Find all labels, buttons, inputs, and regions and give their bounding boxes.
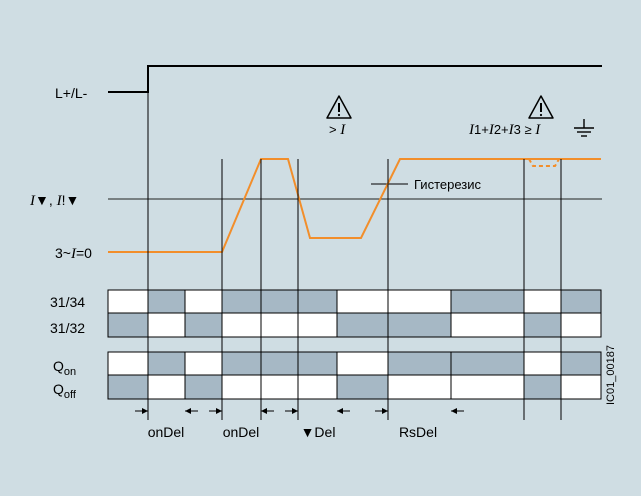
state-cell bbox=[523, 312, 562, 338]
overcurrent-label: > I bbox=[329, 122, 346, 138]
figure-code: IC01_00187 bbox=[605, 345, 617, 405]
state-cell bbox=[221, 289, 262, 314]
delay-label: onDel bbox=[223, 424, 260, 440]
state-cell bbox=[560, 312, 602, 338]
state-cell bbox=[297, 289, 338, 314]
threshold-label: I▼, I!▼ bbox=[29, 192, 79, 209]
state-cell bbox=[560, 351, 602, 376]
state-cell bbox=[450, 374, 525, 400]
delay-label: ▼Del bbox=[301, 424, 336, 440]
state-cell bbox=[260, 374, 299, 400]
ground-fault-formula: I1+I2+I3 ≥ I bbox=[468, 122, 541, 138]
state-cell bbox=[107, 289, 149, 314]
state-cell bbox=[450, 289, 525, 314]
state-cell bbox=[560, 289, 602, 314]
state-cell bbox=[221, 351, 262, 376]
delay-arrow bbox=[337, 408, 350, 414]
state-cell bbox=[147, 312, 186, 338]
state-cell bbox=[560, 374, 602, 400]
state-cell bbox=[147, 351, 186, 376]
delay-arrow bbox=[135, 408, 148, 414]
state-cell bbox=[184, 289, 223, 314]
delay-markers: onDel onDel ▼Del RsDel bbox=[135, 408, 464, 440]
supply-label: L+/L- bbox=[55, 85, 88, 101]
delay-arrow bbox=[261, 408, 274, 414]
state-cell bbox=[387, 289, 452, 314]
state-cell bbox=[147, 374, 186, 400]
state-cell bbox=[450, 312, 525, 338]
delay-arrow bbox=[375, 408, 388, 414]
delay-arrow bbox=[451, 408, 464, 414]
delay-label: onDel bbox=[148, 424, 185, 440]
row-label-31-32: 31/32 bbox=[50, 320, 85, 336]
delay-label: RsDel bbox=[399, 424, 437, 440]
state-cell bbox=[450, 351, 525, 376]
warning-triangle-icon bbox=[326, 95, 352, 119]
state-cell bbox=[184, 351, 223, 376]
state-cell bbox=[297, 312, 338, 338]
state-cell bbox=[336, 312, 389, 338]
state-cell bbox=[260, 351, 299, 376]
row-label-31-34: 31/34 bbox=[50, 294, 85, 310]
delay-arrow bbox=[209, 408, 222, 414]
ground-icon bbox=[574, 119, 594, 137]
current-signal bbox=[108, 158, 601, 253]
state-cell bbox=[387, 351, 452, 376]
warning-triangle-icon bbox=[528, 95, 554, 119]
state-cell bbox=[221, 374, 262, 400]
state-cell bbox=[107, 351, 149, 376]
state-cell bbox=[387, 374, 452, 400]
delay-arrow bbox=[185, 408, 198, 414]
state-cell bbox=[107, 312, 149, 338]
state-cell bbox=[147, 289, 186, 314]
state-cell bbox=[297, 374, 338, 400]
row-label-q-on: Qon bbox=[53, 358, 76, 378]
state-cell bbox=[523, 374, 562, 400]
state-cell bbox=[336, 374, 389, 400]
state-cell bbox=[107, 374, 149, 400]
state-cell bbox=[297, 351, 338, 376]
state-cell bbox=[523, 351, 562, 376]
state-cell bbox=[184, 312, 223, 338]
state-cell bbox=[523, 289, 562, 314]
state-grid bbox=[107, 289, 602, 400]
state-cell bbox=[184, 374, 223, 400]
state-cell bbox=[260, 312, 299, 338]
hysteresis-label: Гистерезис bbox=[414, 177, 482, 192]
state-cell bbox=[336, 351, 389, 376]
state-cell bbox=[221, 312, 262, 338]
row-label-q-off: Qoff bbox=[53, 381, 77, 401]
state-cell bbox=[387, 312, 452, 338]
zero-current-label: 3~I=0 bbox=[55, 245, 92, 262]
state-cell bbox=[260, 289, 299, 314]
delay-arrow bbox=[285, 408, 298, 414]
state-cell bbox=[336, 289, 389, 314]
